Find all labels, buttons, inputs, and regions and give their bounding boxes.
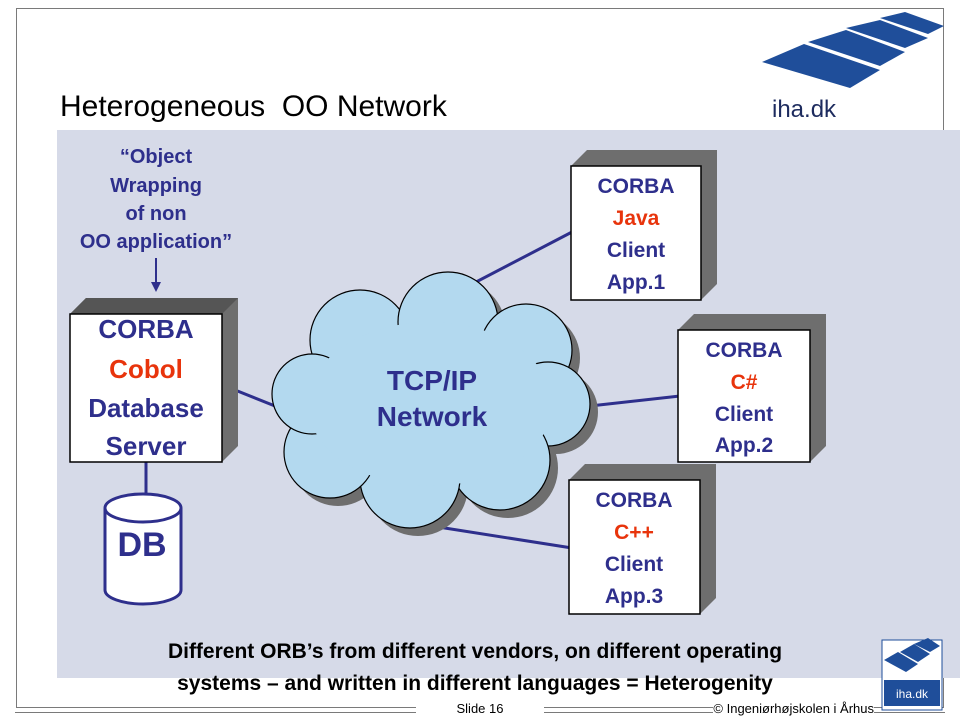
client-box-1 bbox=[570, 150, 717, 301]
iha-logo-icon bbox=[762, 12, 944, 88]
server-line-1: CORBA bbox=[98, 314, 194, 344]
caption: Different ORB’s from different vendors, … bbox=[80, 636, 870, 700]
client3-line-4: App.3 bbox=[605, 585, 663, 608]
client3-line-3: Client bbox=[605, 553, 663, 576]
server-line-3: Database bbox=[88, 393, 204, 423]
annotation-line-1: “Object bbox=[120, 146, 193, 168]
client2-line-4: App.2 bbox=[715, 434, 773, 457]
connector-network-client2 bbox=[589, 394, 681, 408]
client1-line-2: Java bbox=[613, 207, 660, 230]
client2-line-3: Client bbox=[715, 403, 773, 426]
client1-line-4: App.1 bbox=[607, 271, 666, 294]
caption-line-1: Different ORB’s from different vendors, … bbox=[167, 640, 783, 663]
client-box-3 bbox=[568, 464, 716, 615]
network-cloud-icon bbox=[271, 271, 598, 536]
server-box bbox=[69, 298, 238, 463]
client1-line-3: Client bbox=[607, 239, 665, 262]
client1-line-1: CORBA bbox=[598, 175, 675, 198]
corner-logo-text: iha.dk bbox=[896, 687, 929, 701]
client-box-2 bbox=[677, 314, 826, 463]
logo-text: iha.dk bbox=[772, 96, 837, 123]
corner-logo-icon: iha.dk bbox=[881, 638, 943, 711]
annotation-line-3: of non bbox=[125, 203, 186, 225]
annotation-line-2: Wrapping bbox=[110, 175, 202, 197]
copyright-text: © Ingeniørhøjskolen i Århus bbox=[713, 700, 874, 718]
annotation-line-4: OO application” bbox=[80, 231, 232, 253]
connector-network-client3 bbox=[431, 524, 573, 550]
network-line-1: TCP/IP bbox=[387, 365, 477, 396]
server-line-2: Cobol bbox=[109, 354, 183, 384]
database-cylinder-icon bbox=[103, 492, 183, 606]
network-line-2: Network bbox=[377, 401, 488, 432]
client2-line-2: C# bbox=[731, 371, 758, 394]
server-line-4: Server bbox=[106, 431, 187, 461]
slide-number: Slide 16 bbox=[416, 700, 544, 720]
client3-line-1: CORBA bbox=[596, 489, 673, 512]
client2-line-1: CORBA bbox=[706, 339, 783, 362]
annotation-arrow-icon bbox=[151, 258, 161, 292]
database-label: DB bbox=[117, 526, 166, 564]
slide-title: Heterogeneous OO Network bbox=[60, 90, 447, 123]
client3-line-2: C++ bbox=[614, 521, 654, 544]
caption-line-2: systems – and written in different langu… bbox=[177, 672, 773, 695]
